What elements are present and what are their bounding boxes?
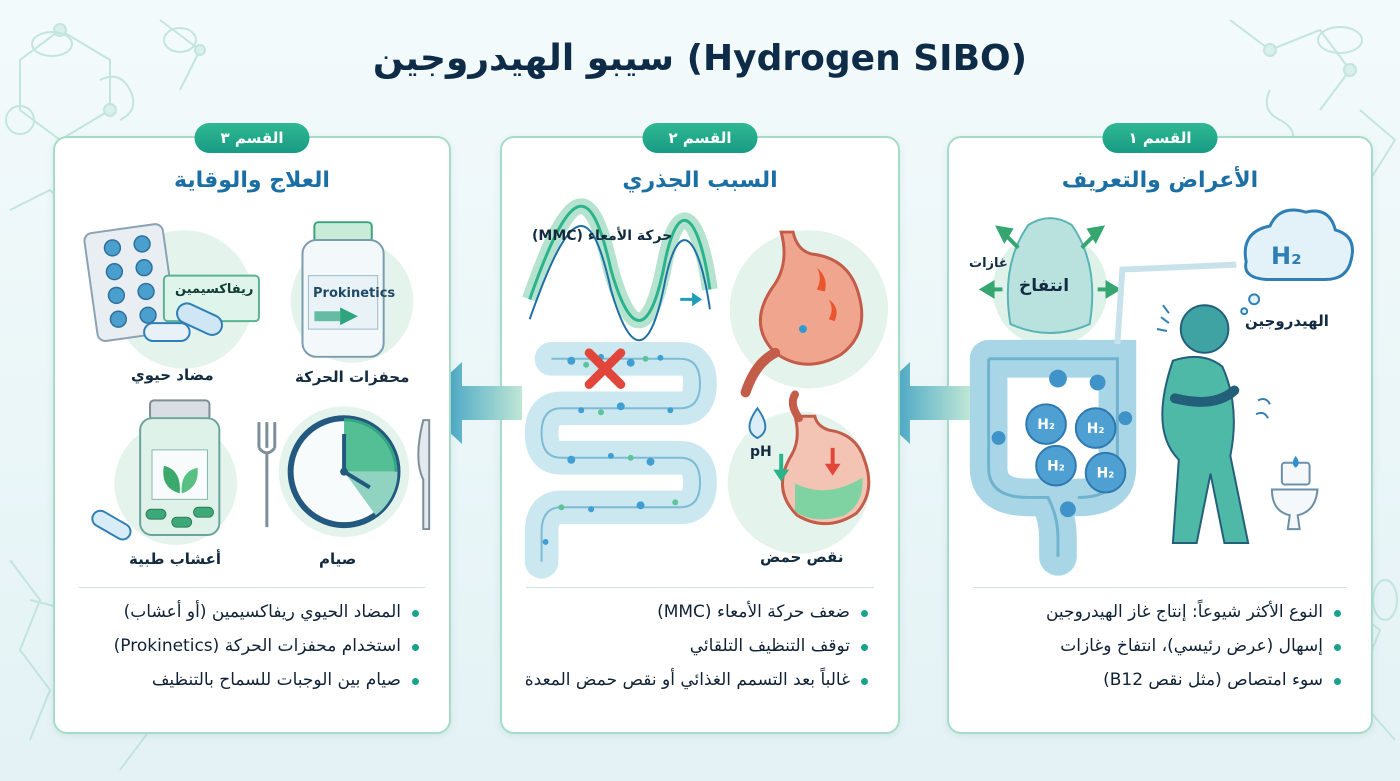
treatment-bullet-list: المضاد الحيوي ريفاكسيمين (أو أعشاب) استخ… — [77, 600, 421, 702]
svg-text:H₂: H₂ — [1037, 417, 1055, 433]
label-fasting: صيام — [319, 550, 357, 568]
label-gases: غازات — [969, 256, 1008, 271]
hydrogen-cloud-icon — [1240, 208, 1354, 316]
section-symptoms-definition: القسم ١ الأعراض والتعريف H₂ H₂ — [947, 123, 1373, 734]
label-prokinetics-bottle: Prokinetics — [313, 286, 396, 301]
label-prokinetics: محفزات الحركة — [295, 368, 410, 386]
section-badge: القسم ٣ — [194, 123, 310, 153]
label-antibiotic: مضاد حيوي — [131, 366, 214, 384]
root-cause-bullet-list: ضعف حركة الأمعاء (MMC) توقف التنظيف التل… — [524, 600, 870, 702]
section-heading: العلاج والوقاية — [174, 168, 330, 193]
section-divider — [973, 587, 1347, 588]
label-ph: pH — [750, 444, 772, 460]
section-badge: القسم ١ — [1102, 123, 1218, 153]
herbal-jar-icon — [91, 399, 238, 545]
prokinetics-bottle-icon — [290, 221, 414, 363]
svg-text:H₂: H₂ — [1087, 421, 1105, 437]
pill-blister-icon — [83, 223, 260, 369]
label-herbs: أعشاب طبية — [129, 550, 222, 568]
section-root-cause: القسم ٢ السبب الجذري — [500, 123, 900, 734]
motility-wave-icon — [522, 198, 718, 342]
label-hydrogen: الهيدروجين — [1245, 312, 1329, 330]
page-title: سيبو الهيدروجين (Hydrogen SIBO) — [372, 38, 1028, 79]
treatment-illustration — [83, 221, 431, 545]
blocked-intestine-icon — [524, 341, 717, 579]
bloated-belly-icon — [978, 217, 1122, 347]
toilet-icon — [1270, 455, 1319, 531]
list-item: النوع الأكثر شيوعاً: إنتاج غاز الهيدروجي… — [971, 600, 1343, 624]
root-cause-illustration — [522, 198, 889, 579]
list-item: إسهال (عرض رئيسي)، انتفاخ وغازات — [971, 634, 1343, 658]
list-item: صيام بين الوجبات للسماح بالتنظيف — [77, 668, 421, 692]
symptoms-bullet-list: النوع الأكثر شيوعاً: إنتاج غاز الهيدروجي… — [971, 600, 1343, 702]
section-treatment-prevention: القسم ٣ العلاج والوقاية — [53, 123, 451, 734]
section-heading: الأعراض والتعريف — [1061, 168, 1259, 193]
section-divider — [526, 587, 874, 588]
list-item: استخدام محفزات الحركة (Prokinetics) — [77, 634, 421, 658]
list-item: غالباً بعد التسمم الغذائي أو نقص حمض الم… — [524, 668, 870, 692]
low-acid-stomach-icon — [727, 390, 871, 554]
label-h2: H₂ — [1271, 242, 1302, 270]
stomach-icon — [729, 230, 889, 398]
section-badge: القسم ٢ — [642, 123, 758, 153]
clock-icon — [278, 406, 410, 537]
section-divider — [79, 587, 425, 588]
list-item: ضعف حركة الأمعاء (MMC) — [524, 600, 870, 624]
intestine-icon: H₂ H₂ H₂ H₂ — [969, 261, 1237, 576]
svg-text:H₂: H₂ — [1097, 466, 1115, 482]
section-heading: السبب الجذري — [622, 168, 778, 193]
fork-icon — [257, 422, 277, 528]
list-item: سوء امتصاص (مثل نقص B12) — [971, 668, 1343, 692]
list-item: المضاد الحيوي ريفاكسيمين (أو أعشاب) — [77, 600, 421, 624]
list-item: توقف التنظيف التلقائي — [524, 634, 870, 658]
label-rifaximin: ريفاكسيمين — [175, 282, 254, 297]
symptoms-illustration: H₂ H₂ H₂ H₂ — [969, 208, 1354, 576]
knife-icon — [417, 419, 431, 531]
person-in-pain-icon — [1156, 304, 1271, 544]
label-bloating: انتفاخ — [1019, 276, 1070, 296]
label-mmc: حركة الأمعاء (MMC) — [532, 228, 673, 244]
svg-text:H₂: H₂ — [1047, 459, 1065, 475]
label-low-acid: نقص حمض — [760, 548, 844, 566]
